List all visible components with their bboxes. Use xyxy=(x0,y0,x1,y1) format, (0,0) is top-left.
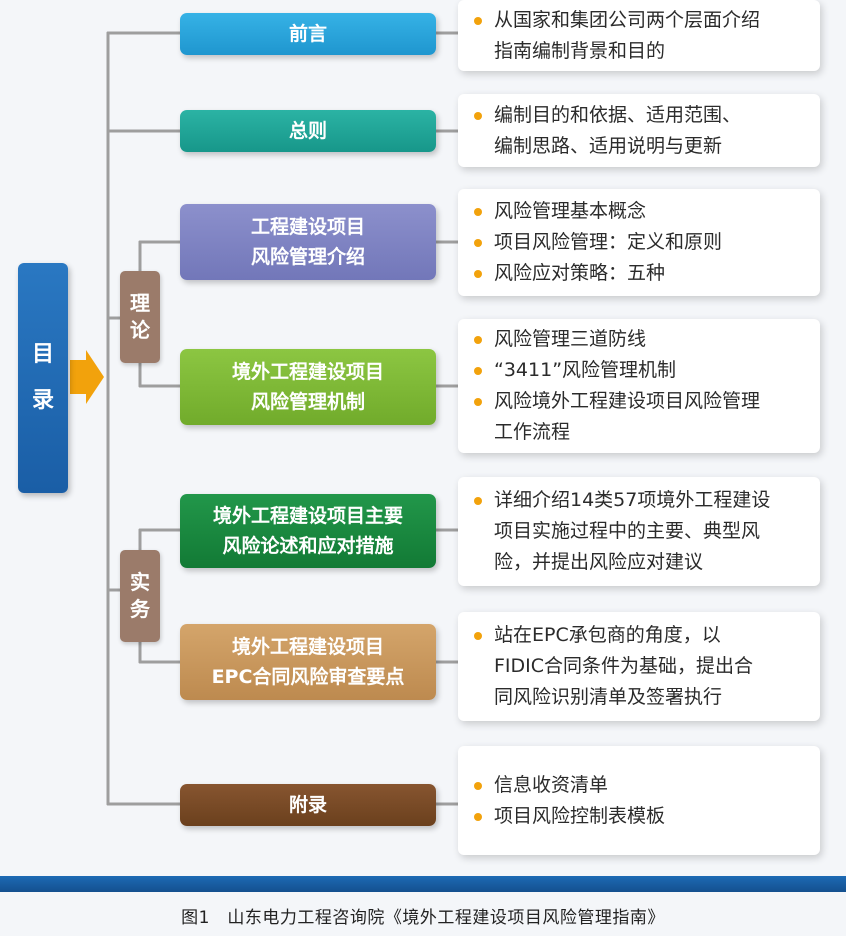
bullet-icon xyxy=(474,367,482,375)
group-label-char: 实 xyxy=(130,570,150,594)
section-title: 前言 xyxy=(288,23,327,45)
figure-caption: 图1 山东电力工程咨询院《境外工程建设项目风险管理指南》 xyxy=(181,908,665,928)
root-label-box: 目 录 xyxy=(18,263,68,493)
section-title: 境外工程建设项目 xyxy=(231,361,384,383)
detail-item: FIDIC合同条件为基础，提出合 xyxy=(494,655,754,677)
section-title: 附录 xyxy=(288,794,327,816)
arrow-icon xyxy=(70,350,104,404)
bullet-icon xyxy=(474,111,482,120)
section-node-appendix: 附录 xyxy=(180,784,436,826)
section-title: 境外工程建设项目主要 xyxy=(212,505,403,527)
section-title: 境外工程建设项目 xyxy=(231,636,384,658)
section-title: 风险管理机制 xyxy=(250,391,365,413)
section-detail-epc-contract: 站在EPC承包商的角度，以 FIDIC合同条件为基础，提出合 同风险识别清单及签… xyxy=(458,612,820,721)
detail-item: 编制目的和依据、适用范围、 xyxy=(468,100,810,131)
detail-item: 编制思路、适用说明与更新 xyxy=(494,134,723,157)
group-label-char: 论 xyxy=(130,318,150,342)
root-label-char: 录 xyxy=(31,388,54,413)
detail-item: 风险管理三道防线 xyxy=(468,324,810,355)
section-detail-preface: 从国家和集团公司两个层面介绍 指南编制背景和目的 xyxy=(458,0,820,71)
section-node-general: 总则 xyxy=(180,110,436,152)
section-title: 风险管理介绍 xyxy=(250,246,365,268)
bullet-icon xyxy=(474,781,482,790)
detail-item: 风险境外工程建设项目风险管理 xyxy=(468,386,810,417)
bullet-icon xyxy=(474,336,482,344)
section-title: 风险论述和应对措施 xyxy=(222,535,394,557)
section-node-preface: 前言 xyxy=(180,13,436,55)
detail-item: “3411”风险管理机制 xyxy=(468,355,810,386)
detail-item: 从国家和集团公司两个层面介绍 xyxy=(468,5,810,36)
bullet-icon xyxy=(474,812,482,821)
bullet-icon xyxy=(474,497,482,505)
group-label-practice: 实 务 xyxy=(120,550,160,642)
section-detail-main-risks: 详细介绍14类57项境外工程建设 项目实施过程中的主要、典型风 险，并提出风险应… xyxy=(458,477,820,586)
detail-item: 项目风险管理：定义和原则 xyxy=(468,227,810,258)
detail-item: 项目风险控制表模板 xyxy=(468,801,810,832)
detail-item: 风险管理基本概念 xyxy=(468,196,810,227)
section-title: 工程建设项目 xyxy=(250,216,365,238)
section-node-epc-contract: 境外工程建设项目 EPC合同风险审查要点 xyxy=(180,624,436,700)
detail-item: 同风险识别清单及签署执行 xyxy=(494,686,723,708)
root-label-char: 目 xyxy=(31,342,54,367)
section-node-main-risks: 境外工程建设项目主要 风险论述和应对措施 xyxy=(180,494,436,568)
section-detail-risk-intro: 风险管理基本概念 项目风险管理：定义和原则 风险应对策略：五种 xyxy=(458,189,820,296)
group-label-char: 理 xyxy=(130,291,150,315)
section-title: EPC合同风险审查要点 xyxy=(211,666,405,688)
group-label-char: 务 xyxy=(130,597,150,621)
detail-item: 风险应对策略：五种 xyxy=(468,258,810,289)
detail-item: 站在EPC承包商的角度，以 xyxy=(468,620,810,651)
bullet-icon xyxy=(474,632,482,640)
section-detail-appendix: 信息收资清单 项目风险控制表模板 xyxy=(458,746,820,855)
section-detail-risk-mechanism: 风险管理三道防线 “3411”风险管理机制 风险境外工程建设项目风险管理 工作流… xyxy=(458,319,820,453)
section-node-risk-mechanism: 境外工程建设项目 风险管理机制 xyxy=(180,349,436,425)
detail-item: 项目实施过程中的主要、典型风 xyxy=(494,520,761,542)
footer-bar xyxy=(0,876,846,892)
section-node-risk-intro: 工程建设项目 风险管理介绍 xyxy=(180,204,436,280)
group-label-theory: 理 论 xyxy=(120,271,160,363)
detail-item: 工作流程 xyxy=(494,421,571,443)
section-title: 总则 xyxy=(288,120,327,142)
detail-item: 信息收资清单 xyxy=(468,770,810,801)
detail-item: 险，并提出风险应对建议 xyxy=(494,551,704,573)
bullet-icon xyxy=(474,208,482,216)
detail-item: 指南编制背景和目的 xyxy=(494,39,666,62)
bullet-icon xyxy=(474,398,482,406)
section-detail-general: 编制目的和依据、适用范围、 编制思路、适用说明与更新 xyxy=(458,94,820,167)
bullet-icon xyxy=(474,16,482,25)
detail-item: 详细介绍14类57项境外工程建设 xyxy=(468,485,810,516)
bullet-icon xyxy=(474,239,482,247)
bullet-icon xyxy=(474,270,482,278)
